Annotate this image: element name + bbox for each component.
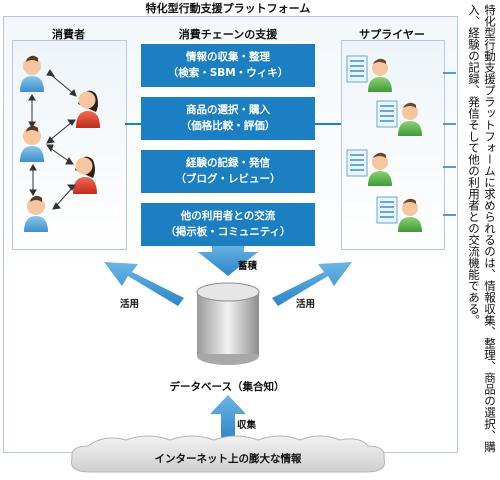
consumers-panel <box>12 40 127 250</box>
platform-title: 特化型行動支援プラットフォーム <box>145 2 311 15</box>
use-right-arrow <box>272 262 352 306</box>
side-caption: 特化型行動支援プラットフォームに求められるのは、情報収集、整理、商品の選択、購入… <box>467 4 497 453</box>
supplier-icon <box>346 55 392 92</box>
chain-step-arrows <box>217 87 239 203</box>
supplier-icon <box>376 100 422 136</box>
consumer-exchange-arrows <box>28 69 77 210</box>
consumer-person-icon <box>20 55 44 92</box>
accumulate-label: 蓄積 <box>238 261 258 272</box>
consumer-person-icon <box>73 156 97 194</box>
chain-step-subtitle: （掲示板・コミュニティ） <box>165 226 291 238</box>
chain-step-subtitle: （ブログ・レビュー） <box>175 173 281 185</box>
collect-label: 収集 <box>237 420 257 431</box>
internet-cloud <box>70 435 386 473</box>
chain-title: 消費チェーンの支援 <box>178 28 278 41</box>
chain-step-title: 他の利用者との交流 <box>180 210 276 222</box>
consumers-title: 消費者 <box>52 28 85 41</box>
chain-step-title: 商品の選択・購入 <box>186 104 270 116</box>
consumer-person-icon <box>24 195 48 232</box>
consumer-person-icon <box>76 90 100 128</box>
suppliers-title: サプライヤー <box>359 28 425 41</box>
chain-step-title: 経験の記録・発信 <box>186 157 270 169</box>
use-right-label: 活用 <box>296 299 316 310</box>
chain-step-subtitle: （価格比較・評価） <box>180 120 276 132</box>
consumer-person-icon <box>20 125 44 162</box>
chain-step-subtitle: （検索・SBM・ウィキ） <box>167 67 289 79</box>
supplier-icon <box>376 196 422 232</box>
chain-step-collect: 情報の収集・整理 （検索・SBM・ウィキ） <box>141 44 315 87</box>
chain-step-record: 経験の記録・発信 （ブログ・レビュー） <box>141 150 315 193</box>
chain-step-select: 商品の選択・購入 （価格比較・評価） <box>141 97 315 140</box>
database-label: データベース（集合知） <box>169 381 285 393</box>
chain-step-title: 情報の収集・整理 <box>186 51 270 63</box>
supplier-links <box>443 72 456 216</box>
chain-step-interact: 他の利用者との交流 （掲示板・コミュニティ） <box>141 203 315 246</box>
accumulate-arrow <box>198 242 258 276</box>
use-left-label: 活用 <box>120 299 140 310</box>
use-left-arrow <box>104 262 184 306</box>
database-icon <box>196 282 260 365</box>
internet-label: インターネット上の膨大な情報 <box>154 453 302 465</box>
collect-arrow <box>210 395 246 440</box>
supplier-icon <box>346 149 392 186</box>
